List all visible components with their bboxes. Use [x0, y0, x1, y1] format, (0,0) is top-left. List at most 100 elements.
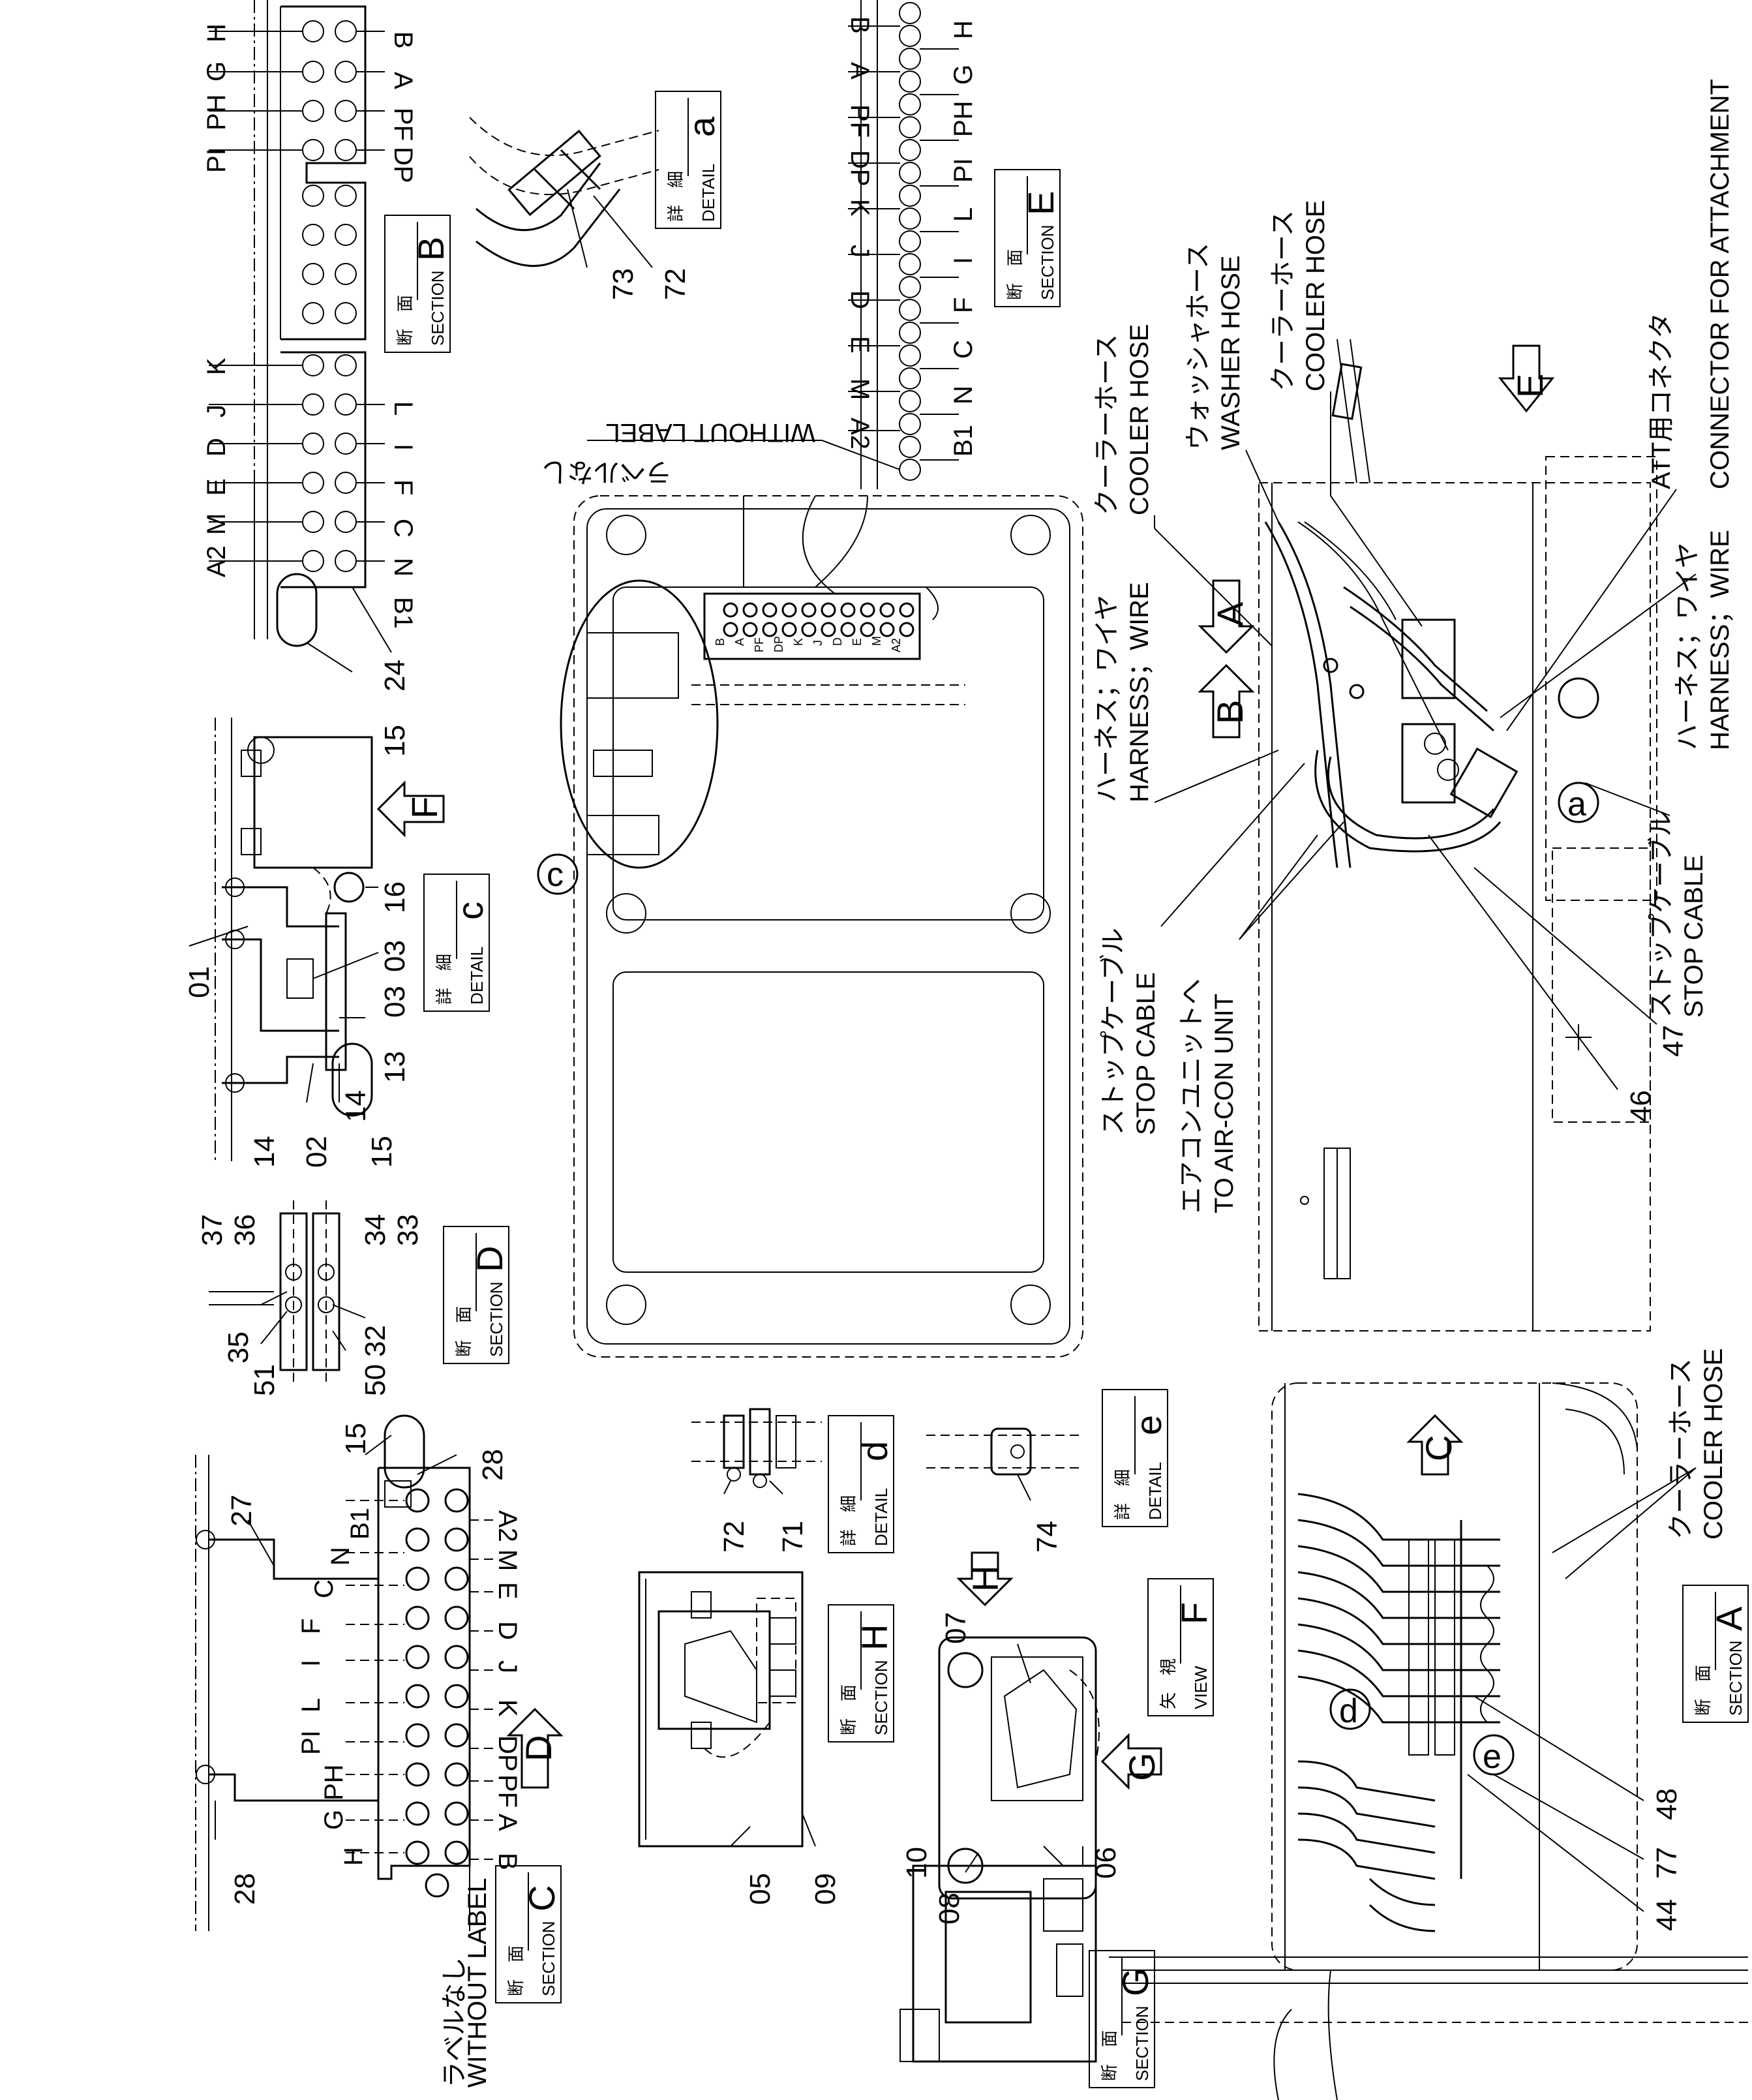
port-label-ph: PH — [202, 94, 231, 130]
port-label-f: F — [389, 479, 417, 495]
port-label-b: B — [845, 16, 874, 34]
port-label-a2: A2 — [493, 1510, 522, 1542]
svg-text:e: e — [1128, 1415, 1169, 1435]
right-assembly-view: a B A E — [1198, 339, 1657, 1332]
cooler-hose-jp: クーラーホース — [1667, 1358, 1695, 1540]
svg-text:DETAIL: DETAIL — [1145, 1462, 1165, 1520]
svg-text:詳 細: 詳 細 — [666, 171, 686, 222]
section-g-view: 10 06 断 面 SECTION G — [899, 1846, 1156, 2088]
part-06: 06 — [1090, 1847, 1122, 1879]
svg-text:c: c — [449, 902, 491, 920]
svg-text:詳 細: 詳 細 — [1113, 1469, 1132, 1520]
port-label-d: D — [845, 290, 874, 309]
svg-text:A2: A2 — [890, 638, 903, 652]
part-32: 32 — [359, 1325, 391, 1357]
port-label-m: M — [845, 378, 874, 400]
svg-text:E: E — [851, 638, 864, 646]
svg-text:e: e — [1483, 1738, 1502, 1776]
svg-text:E: E — [1020, 191, 1061, 215]
harness-wire-en: HARNESS；WIRE — [1706, 530, 1734, 750]
svg-text:D: D — [518, 1735, 559, 1761]
svg-text:a: a — [681, 116, 722, 137]
port-label-a2: A2 — [845, 418, 874, 449]
svg-text:E: E — [1509, 374, 1550, 398]
view-arrow-a: A — [1198, 579, 1255, 654]
section-e-labels: B A PF DP K J D E M A2 H G PH PI L I F C… — [541, 16, 1061, 486]
svg-text:SECTION: SECTION — [428, 270, 447, 346]
section-d-tag: 断 面 SECTION D — [443, 1226, 510, 1364]
cooler-hose-en: COOLER HOSE — [1301, 200, 1330, 391]
washer-hose-jp: ウォッシャホース — [1184, 243, 1213, 450]
part-72: 72 — [718, 1521, 750, 1553]
port-label-j: J — [202, 404, 231, 418]
svg-text:矢 視: 矢 視 — [1158, 1658, 1178, 1709]
part-08: 08 — [933, 1893, 965, 1925]
view-arrow-d: D — [506, 1707, 564, 1789]
port-label-j: J — [493, 1660, 522, 1673]
svg-text:C: C — [1418, 1435, 1459, 1461]
harness-wire-en: HARNESS；WIRE — [1125, 582, 1154, 802]
section-d-view — [209, 1200, 366, 1383]
port-label-pi: PI — [949, 158, 978, 183]
port-label-g: G — [202, 61, 231, 82]
part-27: 27 — [226, 1495, 258, 1527]
part-77: 77 — [1651, 1847, 1683, 1879]
svg-text:A: A — [1209, 601, 1250, 626]
port-label-b1: B1 — [389, 597, 417, 629]
plan-manifold-ports — [723, 602, 914, 637]
svg-text:DETAIL: DETAIL — [467, 947, 487, 1005]
svg-text:断 面: 断 面 — [454, 1306, 474, 1357]
port-label-j: J — [845, 245, 874, 258]
aircon-jp: エアコンユニットへ — [1177, 979, 1206, 1213]
section-c-tag: 断 面 SECTION C — [495, 1865, 562, 2003]
detail-a-tag: 詳 細 DETAIL a — [655, 91, 722, 229]
port-label-pi: PI — [202, 148, 231, 173]
svg-text:DETAIL: DETAIL — [871, 1488, 891, 1546]
port-label-pf: PF — [493, 1774, 522, 1808]
svg-text:D: D — [831, 637, 844, 646]
cooler-hose-en: COOLER HOSE — [1125, 324, 1154, 515]
part-10: 10 — [901, 1847, 933, 1879]
part-36: 36 — [229, 1214, 261, 1246]
svg-text:J: J — [811, 640, 824, 646]
port-label-c: C — [310, 1579, 339, 1598]
port-label-dp: DP — [845, 150, 874, 187]
stop-cable-jp: ストップケーブル — [1099, 928, 1128, 1135]
port-label-g: G — [320, 1810, 348, 1830]
stop-cable-jp: ストップケーブル — [1647, 810, 1676, 1018]
port-label-pf: PF — [845, 104, 874, 138]
part-07: 07 — [940, 1612, 972, 1644]
svg-text:F: F — [404, 797, 445, 819]
svg-text:詳 細: 詳 細 — [839, 1495, 858, 1546]
part-13: 13 — [379, 1051, 411, 1083]
part-35: 35 — [222, 1332, 254, 1363]
svg-text:DETAIL: DETAIL — [699, 164, 718, 222]
view-arrow-f: F — [376, 780, 445, 838]
cooler-hose-en: COOLER HOSE — [1699, 1348, 1728, 1540]
detail-e-view: 74 詳 細 DETAIL e — [926, 1389, 1169, 1553]
part-44: 44 — [1651, 1899, 1683, 1931]
port-label-b1: B1 — [949, 425, 978, 457]
port-label-n: N — [326, 1547, 355, 1566]
part-47: 47 — [1657, 1025, 1689, 1057]
svg-text:断 面: 断 面 — [1100, 2030, 1119, 2081]
part-34: 34 — [359, 1214, 391, 1246]
part-15: 15 — [379, 725, 411, 757]
svg-text:PF: PF — [753, 637, 766, 652]
svg-text:詳 細: 詳 細 — [434, 954, 454, 1005]
part-33: 33 — [392, 1214, 424, 1246]
port-label-d: D — [202, 438, 231, 457]
detail-c-labels: 01 16 03 03 13 14 02 15 14 詳 細 DETAIL c … — [183, 780, 491, 1168]
section-a-tag: 断 面 SECTION A — [1682, 1585, 1749, 1723]
port-label-k: K — [493, 1699, 522, 1717]
port-label-m: M — [493, 1549, 522, 1571]
part-46: 46 — [1625, 1090, 1657, 1122]
part-05: 05 — [744, 1873, 776, 1905]
port-label-b1: B1 — [346, 1508, 374, 1540]
svg-text:B: B — [1209, 700, 1250, 724]
harness-wire-jp: ハーネス；ワイヤ — [1673, 542, 1702, 750]
stop-cable-en: STOP CABLE — [1132, 972, 1160, 1135]
part-16: 16 — [379, 881, 411, 913]
svg-text:SECTION: SECTION — [487, 1281, 506, 1357]
part-74: 74 — [1031, 1521, 1063, 1553]
